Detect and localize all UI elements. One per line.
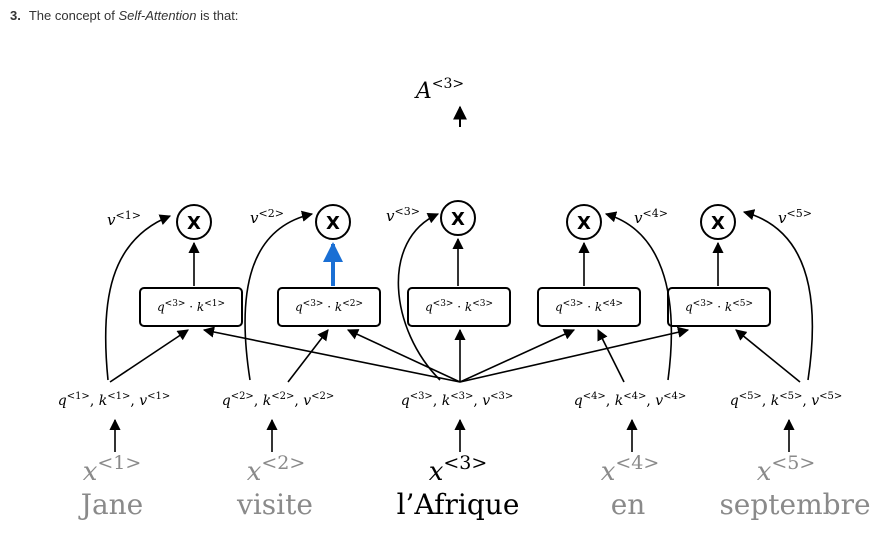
question-text: 3. The concept of Self-Attention is that: [10,8,238,23]
score-label: q<3> · k<2> [295,299,363,314]
score-box [537,287,641,327]
value-curve-5 [742,209,814,381]
multiply-symbol: X [577,213,591,234]
value-curve-2 [244,210,314,381]
input-label: x<5> [757,452,816,487]
query-arrow-4 [459,329,576,383]
word-label: Jane [78,488,144,521]
multiply-symbol: X [187,213,201,234]
key-arrow-2 [287,329,329,383]
key-arrow-4 [597,328,625,383]
word-label: visite [236,488,313,521]
word-label: l’Afrique [397,488,520,521]
score-label: q<3> · k<4> [555,299,623,314]
value-label: v<4> [634,207,668,227]
token-columns: v<1> X q<3> · k<1> q<1>, k<1>, v<1> x<1>… [58,200,871,521]
input-label: x<4> [601,452,660,487]
score-box [407,287,511,327]
output-label: A<3> [414,76,464,104]
value-curve-4 [604,211,673,381]
column-3: v<3> X q<3> · k<3> q<3>, k<3>, v<3> x<3>… [386,200,520,521]
qkv-label: q<2>, k<2>, v<2> [222,391,335,409]
value-label: v<2> [250,207,284,227]
score-label: q<3> · k<3> [425,299,493,314]
query-arrow-1 [202,326,461,383]
column-1: v<1> X q<3> · k<1> q<1>, k<1>, v<1> x<1>… [58,204,243,521]
question-suffix: is that: [196,8,239,23]
column-5: v<5> X q<3> · k<5> q<5>, k<5>, v<5> x<5>… [667,204,871,521]
question-number: 3. [10,8,21,23]
qkv-label: q<4>, k<4>, v<4> [574,391,687,409]
qkv-label: q<1>, k<1>, v<1> [58,391,171,409]
value-label: v<1> [107,209,141,229]
score-box [139,287,243,327]
value-label: v<3> [386,205,420,225]
qkv-label: q<5>, k<5>, v<5> [730,391,843,409]
multiply-symbol: X [326,213,340,234]
score-box [277,287,381,327]
multiply-node [440,200,476,236]
question-term: Self-Attention [118,8,197,23]
multiply-node [176,204,212,240]
key-arrow-5 [735,329,801,383]
arrows [104,209,814,452]
multiply-node [566,204,602,240]
column-4: v<4> X q<3> · k<4> q<4>, k<4>, v<4> x<4>… [537,204,687,521]
value-label: v<5> [778,207,812,227]
input-label: x<2> [247,452,306,487]
multiply-node [700,204,736,240]
question-prefix: The concept of [28,8,119,23]
column-2: v<2> X q<3> · k<2> q<2>, k<2>, v<2> x<2>… [222,204,381,521]
input-label: x<3> [429,452,488,487]
score-label: q<3> · k<5> [685,299,753,314]
qkv-label: q<3>, k<3>, v<3> [401,391,514,409]
query-arrow-2 [346,329,461,383]
input-label: x<1> [83,452,142,487]
word-label: septembre [719,488,870,521]
word-label: en [611,488,646,521]
multiply-symbol: X [711,213,725,234]
multiply-symbol: X [451,209,465,230]
value-curve-3 [397,213,441,381]
key-arrow-1 [109,329,189,383]
score-box [667,287,771,327]
score-label: q<3> · k<1> [157,299,225,314]
query-arrow-5 [459,326,690,383]
multiply-node [315,204,351,240]
value-curve-1 [104,214,172,381]
